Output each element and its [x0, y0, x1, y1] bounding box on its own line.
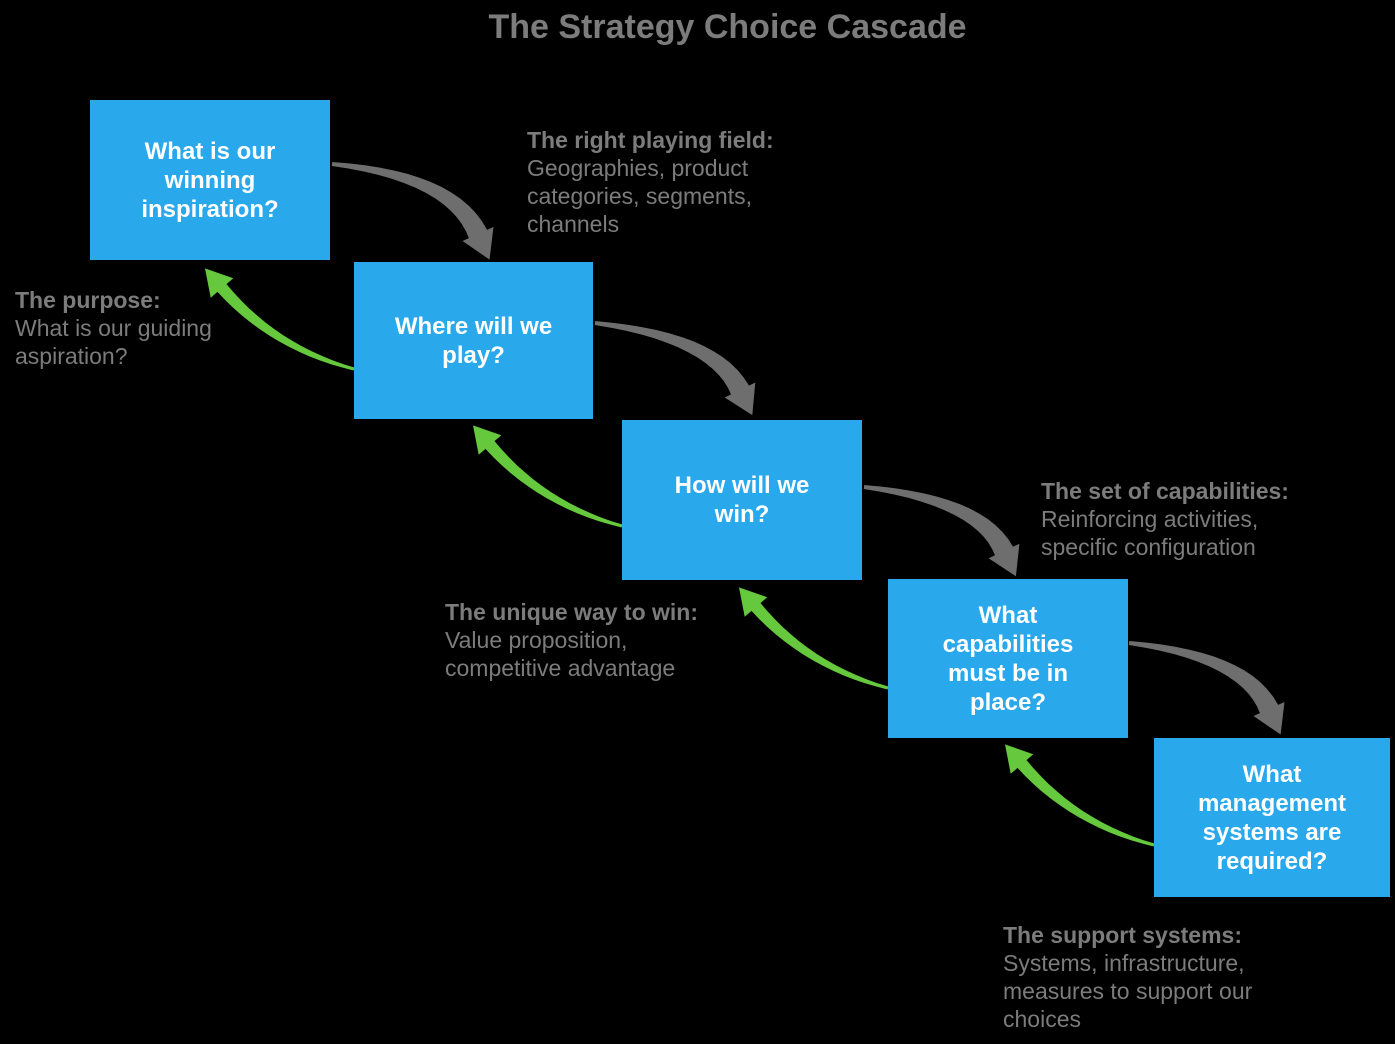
annotation-body: Systems, infrastructure, measures to sup… [1003, 950, 1253, 1032]
gray-arrow-3 [863, 485, 1020, 577]
annotation-heading: The purpose: [15, 287, 161, 313]
annotation-capabilities: The set of capabilities: Reinforcing act… [1041, 477, 1289, 561]
green-arrow-2 [473, 425, 623, 528]
annotation-purpose: The purpose: What is our guiding aspirat… [15, 286, 212, 370]
gray-arrow-1 [331, 162, 494, 260]
gray-arrow-2 [594, 321, 756, 416]
green-arrow-3 [739, 587, 889, 690]
annotation-body: Value proposition, competitive advantage [445, 627, 676, 681]
box-label: What is our winning inspiration? [141, 137, 279, 223]
annotation-body: What is our guiding aspiration? [15, 315, 212, 369]
box-label: How will we win? [674, 472, 810, 528]
annotation-support-systems: The support systems: Systems, infrastruc… [1003, 921, 1252, 1033]
annotation-heading: The set of capabilities: [1041, 478, 1289, 504]
green-arrow-4 [1005, 744, 1155, 847]
cascade-box-winning-inspiration: What is our winning inspiration? [90, 100, 330, 260]
annotation-way-to-win: The unique way to win: Value proposition… [445, 598, 698, 682]
box-label: What capabilities must be in place? [942, 601, 1074, 716]
cascade-box-how-to-win: How will we win? [622, 420, 862, 580]
annotation-heading: The right playing field: [527, 127, 774, 153]
annotation-heading: The unique way to win: [445, 599, 698, 625]
diagram-title: The Strategy Choice Cascade [488, 8, 967, 46]
cascade-box-management-systems: What management systems are required? [1154, 738, 1390, 897]
annotation-heading: The support systems: [1003, 922, 1242, 948]
box-label: Where will we play? [394, 312, 553, 369]
box-label: What management systems are required? [1197, 760, 1347, 875]
green-arrow-1 [205, 268, 355, 371]
annotation-body: Geographies, product categories, segment… [527, 155, 753, 237]
cascade-box-capabilities: What capabilities must be in place? [888, 579, 1128, 738]
annotation-playing-field: The right playing field: Geographies, pr… [527, 126, 774, 238]
gray-arrow-4 [1128, 641, 1285, 735]
annotation-body: Reinforcing activities, specific configu… [1041, 506, 1259, 560]
cascade-box-where-to-play: Where will we play? [354, 262, 593, 419]
